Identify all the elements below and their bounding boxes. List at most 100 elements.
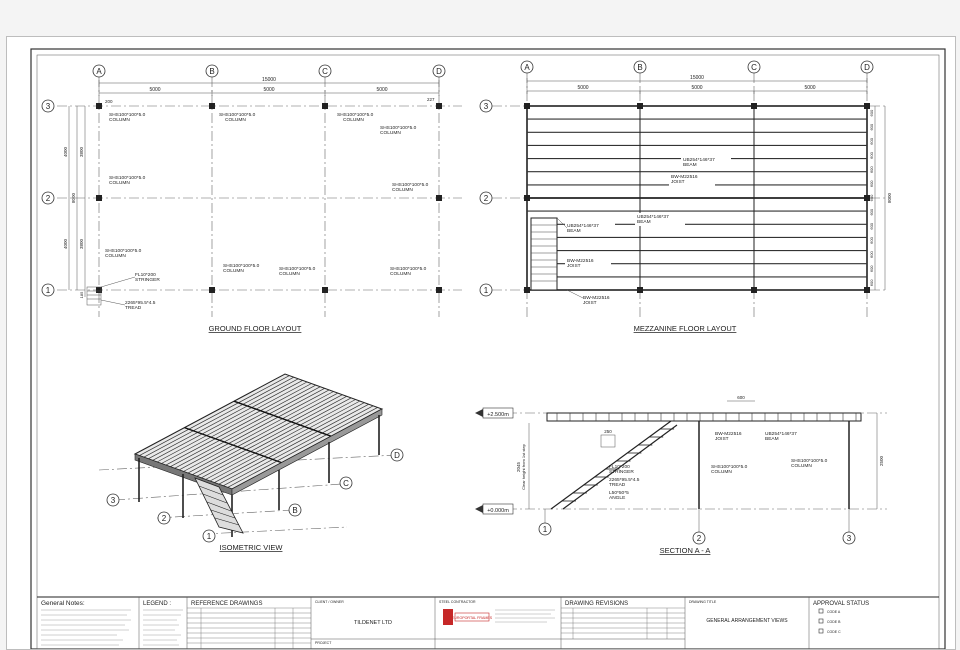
level-bottom: +0.000m <box>487 508 509 514</box>
ground-stringer-a: FL10*200 <box>135 272 156 278</box>
sec-angle-b: ANGLE <box>609 495 625 501</box>
ground-bay-dim-1: 5000 <box>149 87 160 93</box>
iso-joist-line <box>143 376 294 458</box>
ground-tread-b: TREAD <box>125 305 142 311</box>
sec-column-a1: SHS100*100*5.0 <box>711 464 748 470</box>
mezz-joist-dim: 600 <box>869 265 874 272</box>
mezz-joist-dim: 600 <box>869 250 874 257</box>
approval-checkbox-a[interactable] <box>818 608 824 614</box>
ground-col-label-4b: COLUMN <box>380 130 401 136</box>
ground-col-label-7b: COLUMN <box>105 253 126 259</box>
ground-overall-dim: 15000 <box>262 77 276 83</box>
iso-joist-line <box>148 378 299 460</box>
ground-tread-a: 2265*95.5*4.5 <box>125 300 156 306</box>
mezz-grid-col-c: C <box>751 63 757 72</box>
project-label: PROJECT <box>315 641 332 645</box>
drawing-sheet: A B C D 3 2 1 15000 5000 5000 5000 200 2… <box>6 36 956 650</box>
client-name: TILDENET LTD <box>354 620 392 626</box>
iso-joist-line <box>209 400 361 482</box>
iso-beam-line <box>233 400 332 437</box>
iso-row-1: 1 <box>207 532 212 541</box>
approval-checkbox-b[interactable] <box>818 618 824 624</box>
mezz-grid-col-d: D <box>864 63 870 72</box>
sec-beam-b: BEAM <box>765 436 779 442</box>
ground-col-label-9b: COLUMN <box>279 271 300 277</box>
mezz-beam1-b: BEAM <box>683 162 697 168</box>
approval-item-c: CODE C <box>827 630 841 634</box>
sec-stringer-a: FL10*200 <box>609 464 630 470</box>
sec-joist-b: JOIST <box>715 436 729 442</box>
approval-status-heading: APPROVAL STATUS <box>813 601 869 607</box>
iso-title: ISOMETRIC VIEW <box>220 543 284 552</box>
client-label: CLIENT / OWNER <box>315 600 344 604</box>
iso-col-c: C <box>343 479 349 488</box>
approval-item-b: CODE B <box>827 620 841 624</box>
sec-tread-b: TREAD <box>609 482 626 488</box>
mezz-beam1-a: UB254*146*37 <box>683 157 715 163</box>
ground-col-label-5b: COLUMN <box>109 180 130 186</box>
sec-column-b2: COLUMN <box>791 463 812 469</box>
mezz-beam3-a: UB254*146*37 <box>567 223 599 229</box>
mezz-joist-dim: 600 <box>869 166 874 173</box>
mezz-joist-dim: 600 <box>869 123 874 130</box>
section-a-a: +2.500m +0.000m 600 250 Clear height fro… <box>475 395 887 555</box>
sec-row-3: 3 <box>847 534 852 543</box>
ground-row-dim-2: 3800 <box>79 146 84 157</box>
iso-joist-line <box>196 395 347 477</box>
mezz-joist-dim: 600 <box>869 236 874 243</box>
iso-joist-line <box>192 394 343 476</box>
drawing-canvas: A B C D 3 2 1 15000 5000 5000 5000 200 2… <box>30 48 946 649</box>
ground-edge-dim-2: 227 <box>427 97 435 102</box>
ground-col-label-4a: SHS100*100*5.0 <box>380 125 417 131</box>
ground-col-label-7a: SHS100*100*5.0 <box>105 248 142 254</box>
mezz-bay-dim-1: 5000 <box>577 85 588 91</box>
ground-row-dim-3: 8000 <box>71 192 76 203</box>
iso-joist-line <box>161 383 312 464</box>
ground-col-label-1b: COLUMN <box>109 117 130 123</box>
ground-edge-dim-1: 200 <box>105 99 113 104</box>
contractor-logo-text: EUROPORTAL FRAMES <box>452 616 493 620</box>
contractor-label: STEEL CONTRACTOR <box>439 600 476 604</box>
reference-drawings-heading: REFERENCE DRAWINGS <box>191 601 262 607</box>
sec-clear-height: Clear height from 1st step <box>521 443 526 490</box>
mezz-joist-dim: 600 <box>869 137 874 144</box>
title-block: General Notes: LEGEND : REFERENCE DRAWIN… <box>37 596 939 649</box>
mezz-bay-dim-3: 5000 <box>804 85 815 91</box>
mezz-joist3-a: BW-M22516 <box>583 295 610 301</box>
mezz-joist-dim: 600 <box>869 222 874 229</box>
grid-col-a: A <box>96 67 102 76</box>
ground-floor-layout: A B C D 3 2 1 15000 5000 5000 5000 200 2… <box>41 64 462 333</box>
sec-column-a2: COLUMN <box>711 469 732 475</box>
sec-height-dim: 2500 <box>879 455 884 466</box>
mezz-grid-col-b: B <box>637 63 642 72</box>
level-top: +2.500m <box>487 412 509 418</box>
ground-row-dim-6: 185 <box>79 291 84 298</box>
mezz-joist-dim: 600 <box>869 180 874 187</box>
ground-col-label-1a: SHS100*100*5.0 <box>109 112 146 118</box>
ground-col-label-3b: COLUMN <box>343 117 364 123</box>
sec-riser: 250 <box>604 429 612 434</box>
grid-row-1: 1 <box>46 286 51 295</box>
mezz-overall-dim: 15000 <box>690 75 704 81</box>
iso-joist-line <box>218 403 369 485</box>
mezz-joist2-b: JOIST <box>567 263 581 269</box>
mezz-grid-col-a: A <box>524 63 530 72</box>
general-notes-heading: General Notes: <box>41 600 85 607</box>
grid-row-3: 3 <box>46 102 51 111</box>
drawing-title: GENERAL ARRANGEMENT VIEWS <box>706 618 788 624</box>
iso-joist-line <box>200 397 352 479</box>
ground-col-label-6b: COLUMN <box>392 187 413 193</box>
iso-joist-line <box>227 407 378 488</box>
mezz-floor-title: MEZZANINE FLOOR LAYOUT <box>634 324 737 333</box>
mezz-grid-row-2: 2 <box>484 194 489 203</box>
approval-checkbox-c[interactable] <box>818 628 824 634</box>
iso-beam-line <box>184 426 282 464</box>
sec-joist-spacing: 600 <box>737 395 745 400</box>
ground-col-label-6a: SHS100*100*5.0 <box>392 182 429 188</box>
sec-angle-a: L50*50*5 <box>609 490 629 496</box>
mezz-grid-row-1: 1 <box>484 286 489 295</box>
iso-row-2: 2 <box>162 514 167 523</box>
iso-joist-line <box>170 386 321 468</box>
inner-frame-2 <box>36 54 940 649</box>
section-title: SECTION A - A <box>660 546 711 555</box>
